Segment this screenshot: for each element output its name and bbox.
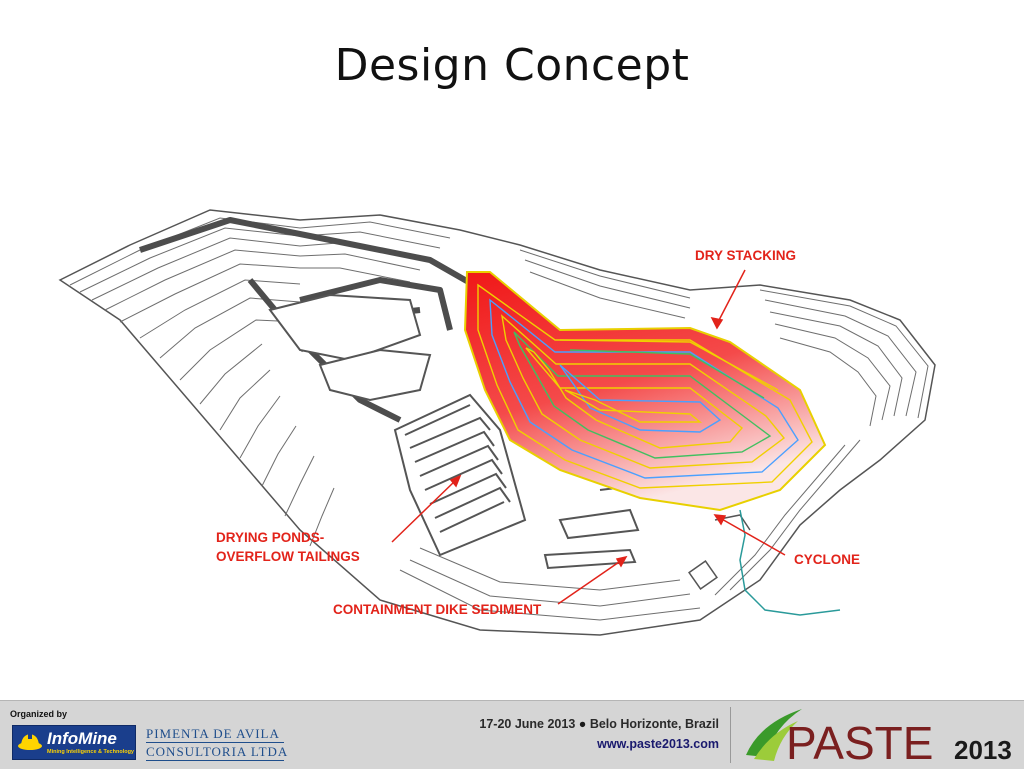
organized-by-label: Organized by — [10, 709, 68, 719]
infomine-name: InfoMine — [47, 729, 117, 748]
event-location: Belo Horizonte, Brazil — [589, 717, 719, 731]
paste-word: PASTE — [786, 717, 933, 767]
label-containment-dike: CONTAINMENT DIKE SEDIMENT — [333, 602, 542, 617]
label-cyclone: CYCLONE — [794, 552, 861, 567]
dry-stacking-area — [463, 271, 827, 512]
infomine-hardhat-icon — [18, 733, 42, 750]
event-date: 17-20 June 2013 — [479, 717, 576, 731]
label-drying-ponds: DRYING PONDS- OVERFLOW TAILINGS — [216, 528, 360, 566]
stacking-contours — [477, 283, 813, 489]
drying-ponds — [393, 393, 527, 557]
bullet-icon: ● — [578, 717, 590, 731]
footer-divider — [730, 707, 731, 763]
slide-title: Design Concept — [334, 40, 690, 91]
footer-bar: Organized by InfoMine Mining Intelligenc… — [0, 700, 1024, 769]
callout-arrows — [391, 269, 786, 605]
infomine-logo: InfoMine Mining Intelligence & Technolog… — [12, 725, 136, 760]
pimenta-line1: PIMENTA DE AVILA — [146, 726, 280, 741]
paste-year: 2013 — [954, 735, 1012, 765]
label-drying-ponds-line2: OVERFLOW TAILINGS — [216, 549, 360, 564]
label-dry-stacking: DRY STACKING — [695, 248, 797, 263]
paste-2013-logo: PASTE 2013 — [746, 709, 1012, 767]
pipeline — [739, 509, 841, 616]
paste-swoosh-icon — [746, 709, 802, 757]
site-plan-diagram — [58, 209, 936, 636]
infomine-tagline: Mining Intelligence & Technology — [47, 749, 134, 755]
event-date-location: 17-20 June 2013 ● Belo Horizonte, Brazil — [479, 717, 719, 731]
upper-ponds — [268, 293, 432, 402]
pimenta-logo: PIMENTA DE AVILA CONSULTORIA LTDA — [146, 726, 288, 762]
label-drying-ponds-line1: DRYING PONDS- — [216, 530, 325, 545]
pimenta-line2: CONSULTORIA LTDA — [146, 744, 289, 759]
event-url[interactable]: www.paste2013.com — [597, 737, 719, 751]
